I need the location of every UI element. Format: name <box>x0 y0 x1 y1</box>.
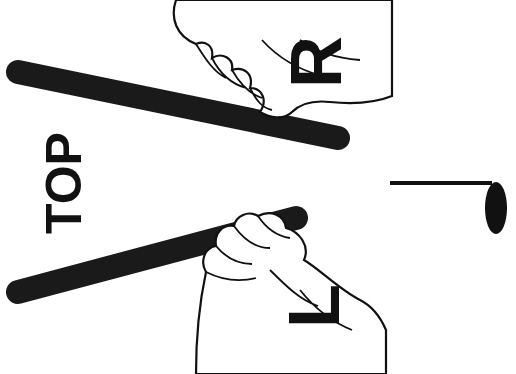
finger-lines <box>206 216 352 330</box>
top-label: TOP <box>39 132 89 234</box>
club-shaft <box>390 181 492 185</box>
hand-letter: R <box>280 36 352 88</box>
hand-letter: L <box>278 284 350 328</box>
left-hand <box>196 213 386 374</box>
right-hand <box>174 0 392 117</box>
club-head <box>485 182 507 234</box>
